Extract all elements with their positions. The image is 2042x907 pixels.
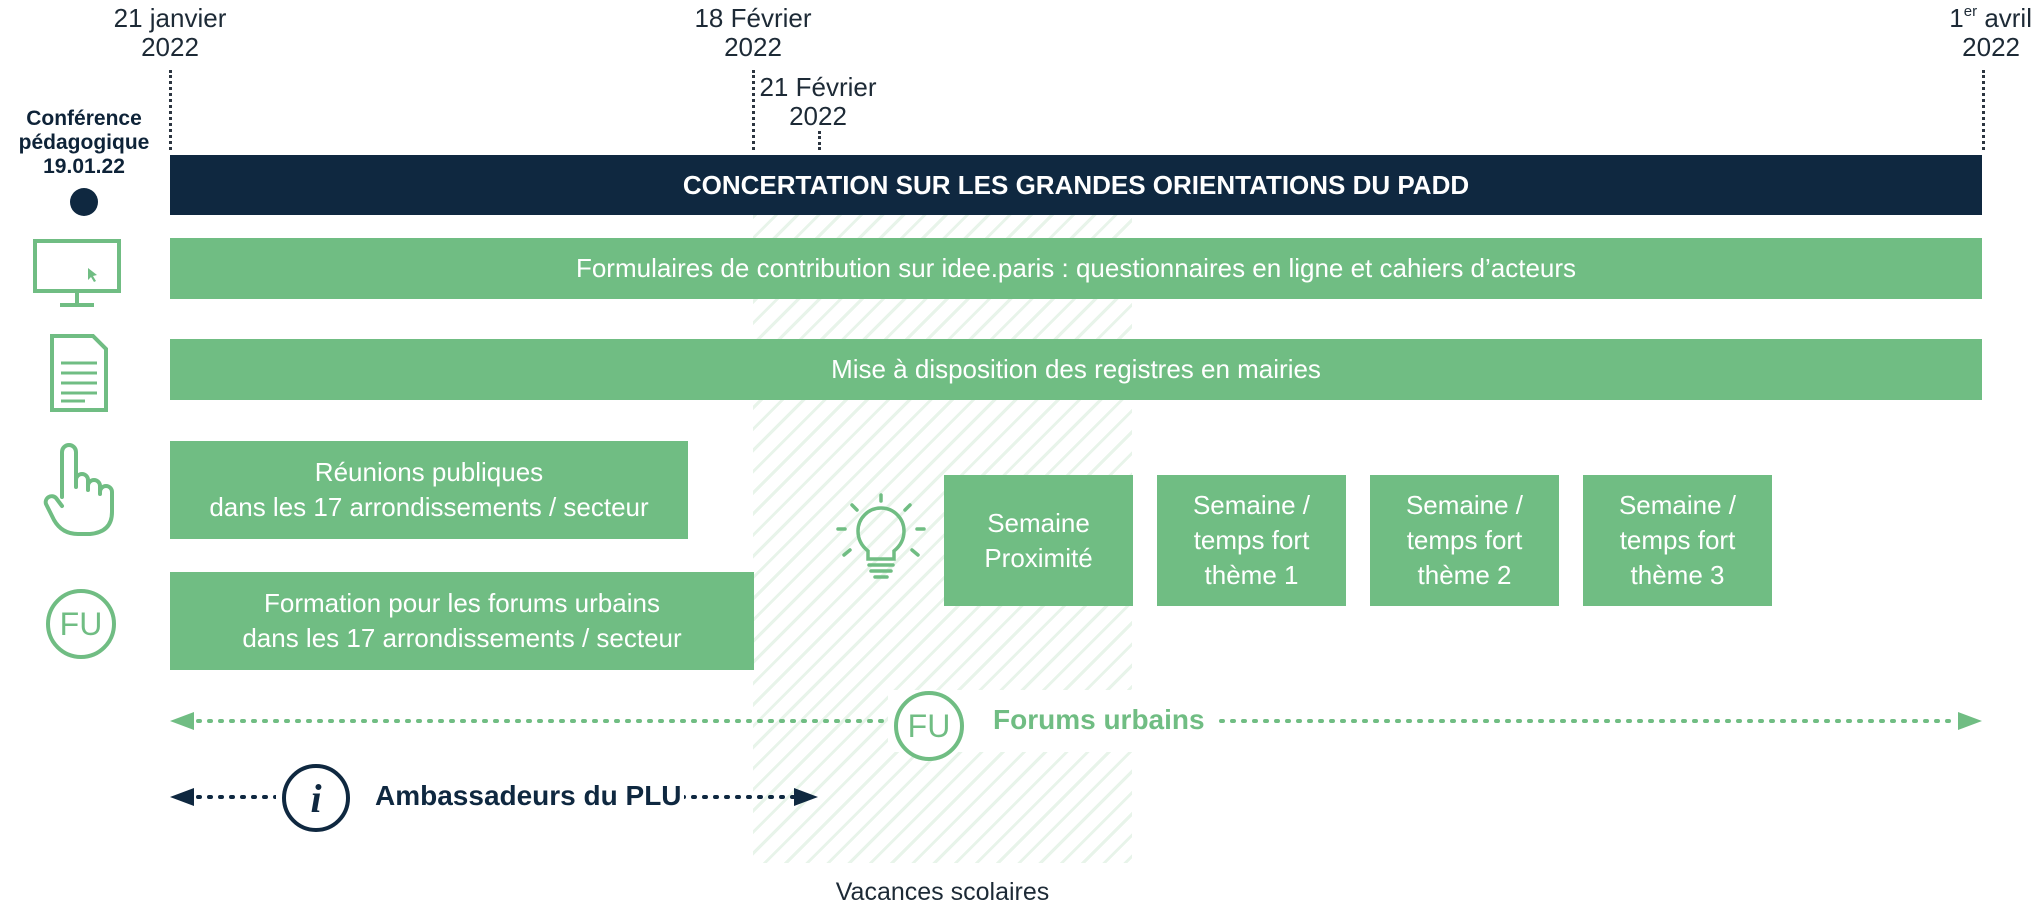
svg-text:FU: FU	[60, 606, 103, 642]
main-concertation-bar: CONCERTATION SUR LES GRANDES ORIENTATION…	[170, 155, 1982, 215]
fu-badge-icon: FU	[44, 587, 118, 661]
svg-text:i: i	[310, 776, 321, 821]
semaine-theme1-box: Semaine / temps fort thème 1	[1157, 475, 1346, 606]
info-icon: i	[280, 762, 352, 834]
formation-box: Formation pour les forums urbains dans l…	[170, 572, 754, 670]
date-feb21-year: 2022	[789, 101, 847, 131]
date-end-day: 1er avril	[1949, 3, 2032, 33]
reunions-line1: Réunions publiques	[314, 457, 544, 487]
semaine-proximite-box: Semaine Proximité	[944, 475, 1133, 606]
computer-icon	[32, 238, 122, 310]
formation-line1: Formation pour les forums urbains	[264, 588, 660, 618]
date-holidays-start-day: 18 Février	[694, 3, 812, 33]
date-end-year: 2022	[1962, 32, 2020, 62]
date-end-line	[1982, 70, 1985, 150]
date-feb21-day: 21 Février	[759, 72, 877, 102]
ambassadeurs-label: Ambassadeurs du PLU	[375, 780, 682, 811]
date-feb21: 21 Février 2022	[738, 73, 898, 131]
date-start-day: 21 janvier	[113, 3, 227, 33]
date-start-year: 2022	[141, 32, 199, 62]
date-holidays-start: 18 Février 2022	[673, 4, 833, 62]
date-start-line	[169, 70, 172, 150]
semaine-theme2-box: Semaine / temps fort thème 2	[1370, 475, 1559, 606]
registres-bar: Mise à disposition des registres en mair…	[170, 339, 1982, 400]
semaine-theme3-box: Semaine / temps fort thème 3	[1583, 475, 1772, 606]
date-feb21-line	[818, 131, 821, 150]
school-holidays-label: Vacances scolaires	[835, 878, 1050, 906]
date-start: 21 janvier 2022	[90, 4, 250, 62]
formation-line2: dans les 17 arrondissements / secteur	[242, 623, 682, 653]
document-icon	[49, 333, 109, 413]
conference-label: Conférence pédagogique 19.01.22	[18, 107, 150, 178]
forums-urbains-label: Forums urbains	[993, 704, 1205, 735]
date-end: 1er avril 2022	[1882, 4, 2032, 62]
formulaires-bar: Formulaires de contribution sur idee.par…	[170, 238, 1982, 299]
date-holidays-start-line	[752, 70, 755, 150]
conference-dot-icon	[70, 188, 98, 216]
date-holidays-start-year: 2022	[724, 32, 782, 62]
forums-fu-badge-icon: FU	[892, 689, 966, 763]
reunions-line2: dans les 17 arrondissements / secteur	[209, 492, 649, 522]
hand-pointer-icon	[42, 442, 114, 537]
reunions-box: Réunions publiques dans les 17 arrondiss…	[170, 441, 688, 539]
svg-text:FU: FU	[908, 708, 951, 744]
lightbulb-icon	[836, 493, 926, 588]
